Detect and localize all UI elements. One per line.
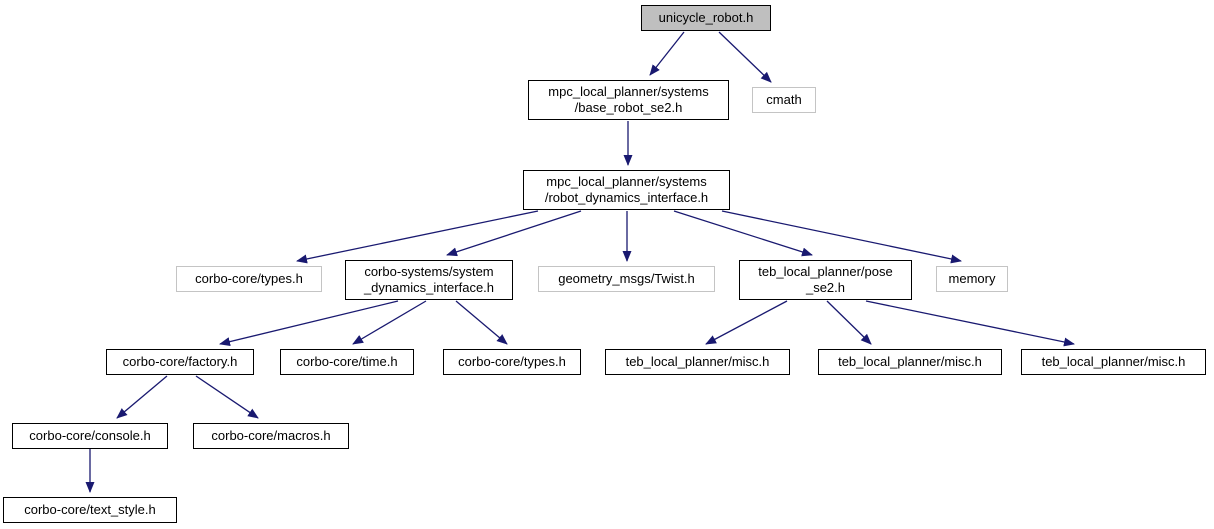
edge-robot-dynamics-interface-to-corbo-core-types-a bbox=[296, 210, 539, 264]
node-base-robot-se2[interactable]: mpc_local_planner/systems /base_robot_se… bbox=[528, 80, 729, 120]
node-unicycle-robot: unicycle_robot.h bbox=[641, 5, 771, 31]
edge-unicycle-robot-to-cmath bbox=[718, 31, 772, 83]
node-system-dynamics-interface[interactable]: corbo-systems/system _dynamics_interface… bbox=[345, 260, 513, 300]
edge-corbo-core-factory-to-corbo-core-macros bbox=[195, 375, 259, 419]
edge-system-dynamics-interface-to-corbo-core-types-b bbox=[455, 300, 508, 345]
node-corbo-core-types-b[interactable]: corbo-core/types.h bbox=[443, 349, 581, 375]
edge-teb-pose-se2-to-teb-misc-3 bbox=[865, 300, 1075, 347]
node-corbo-core-types-a: corbo-core/types.h bbox=[176, 266, 322, 292]
edge-robot-dynamics-interface-to-teb-pose-se2 bbox=[673, 210, 813, 257]
edge-system-dynamics-interface-to-corbo-core-factory bbox=[219, 300, 399, 347]
edge-teb-pose-se2-to-teb-misc-2 bbox=[826, 300, 872, 345]
node-teb-misc-2[interactable]: teb_local_planner/misc.h bbox=[818, 349, 1002, 375]
edge-corbo-core-factory-to-corbo-core-console bbox=[116, 375, 168, 419]
node-corbo-core-time[interactable]: corbo-core/time.h bbox=[280, 349, 414, 375]
edge-robot-dynamics-interface-to-memory bbox=[721, 210, 962, 264]
edge-unicycle-robot-to-base-robot-se2 bbox=[649, 31, 685, 76]
node-cmath: cmath bbox=[752, 87, 816, 113]
edge-system-dynamics-interface-to-corbo-core-time bbox=[352, 300, 427, 345]
node-geometry-msgs-twist: geometry_msgs/Twist.h bbox=[538, 266, 715, 292]
node-corbo-core-factory[interactable]: corbo-core/factory.h bbox=[106, 349, 254, 375]
node-corbo-core-macros[interactable]: corbo-core/macros.h bbox=[193, 423, 349, 449]
node-teb-pose-se2[interactable]: teb_local_planner/pose _se2.h bbox=[739, 260, 912, 300]
node-corbo-core-console[interactable]: corbo-core/console.h bbox=[12, 423, 168, 449]
node-robot-dynamics-interface[interactable]: mpc_local_planner/systems /robot_dynamic… bbox=[523, 170, 730, 210]
node-corbo-core-text-style[interactable]: corbo-core/text_style.h bbox=[3, 497, 177, 523]
node-memory: memory bbox=[936, 266, 1008, 292]
node-teb-misc-3[interactable]: teb_local_planner/misc.h bbox=[1021, 349, 1206, 375]
node-teb-misc-1[interactable]: teb_local_planner/misc.h bbox=[605, 349, 790, 375]
edge-teb-pose-se2-to-teb-misc-1 bbox=[705, 300, 788, 345]
edge-robot-dynamics-interface-to-system-dynamics-interface bbox=[446, 210, 582, 257]
